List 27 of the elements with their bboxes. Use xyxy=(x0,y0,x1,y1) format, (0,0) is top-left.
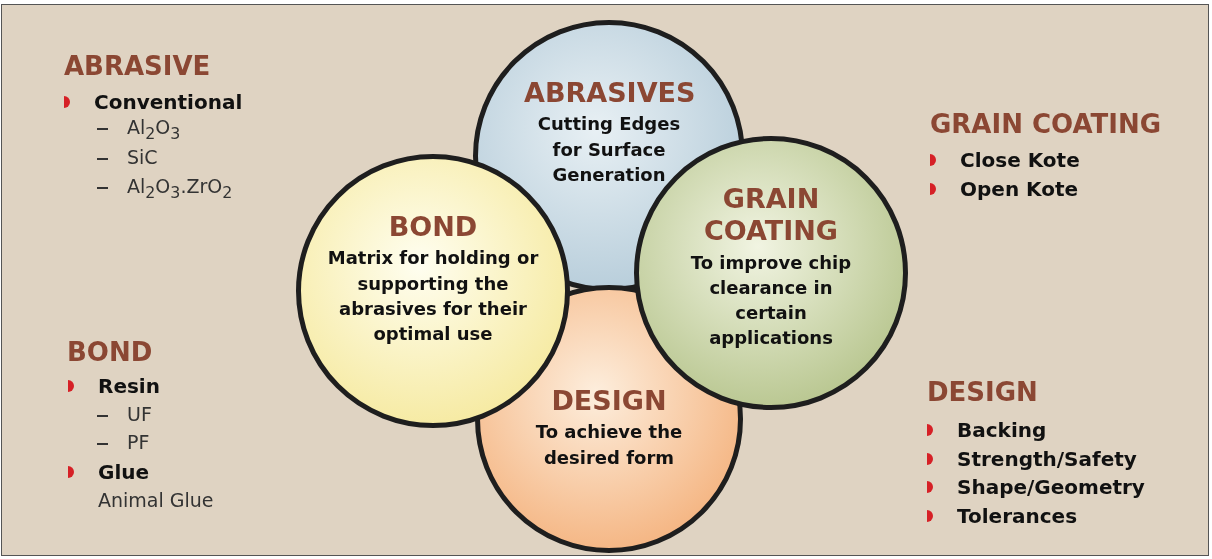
list-item: Resin xyxy=(98,374,160,398)
list-item: Open Kote xyxy=(960,177,1079,201)
list-item: Conventional xyxy=(94,90,243,114)
circle-heading: ABRASIVES xyxy=(524,77,694,110)
list-item: Close Kote xyxy=(960,148,1080,172)
list-item: Tolerances xyxy=(957,504,1078,528)
list-item: Shape/Geometry xyxy=(957,475,1145,499)
circle-text: To improve chip clearance in certain applications xyxy=(689,250,853,351)
list-item: UF xyxy=(127,403,152,425)
circle-heading: GRAIN COATING xyxy=(702,183,840,248)
list-item: Backing xyxy=(957,418,1047,442)
list-item: Strength/Safety xyxy=(957,447,1137,471)
section-heading: ABRASIVE xyxy=(64,51,211,81)
list-item: Al$_{2}$O$_{3}$.ZrO$_{2}$ xyxy=(127,175,233,202)
section-heading: BOND xyxy=(67,337,153,367)
circle-text: To achieve the desired form xyxy=(534,420,684,470)
section-heading: GRAIN COATING xyxy=(930,109,1162,139)
circle-heading: BOND xyxy=(387,211,479,244)
list-item: Al$_{2}$O$_{3}$ xyxy=(127,116,181,143)
list-item: SiC xyxy=(127,146,158,168)
circle-heading: DESIGN xyxy=(550,385,668,418)
list-item: Animal Glue xyxy=(98,489,214,511)
circle-text: Cutting Edges for Surface Generation xyxy=(536,112,682,187)
circle-text: Matrix for holding or supporting the abrasives for their optimal use xyxy=(326,246,540,346)
list-item: PF xyxy=(127,431,150,453)
section-heading: DESIGN xyxy=(927,377,1038,407)
list-item: Glue xyxy=(98,460,150,484)
